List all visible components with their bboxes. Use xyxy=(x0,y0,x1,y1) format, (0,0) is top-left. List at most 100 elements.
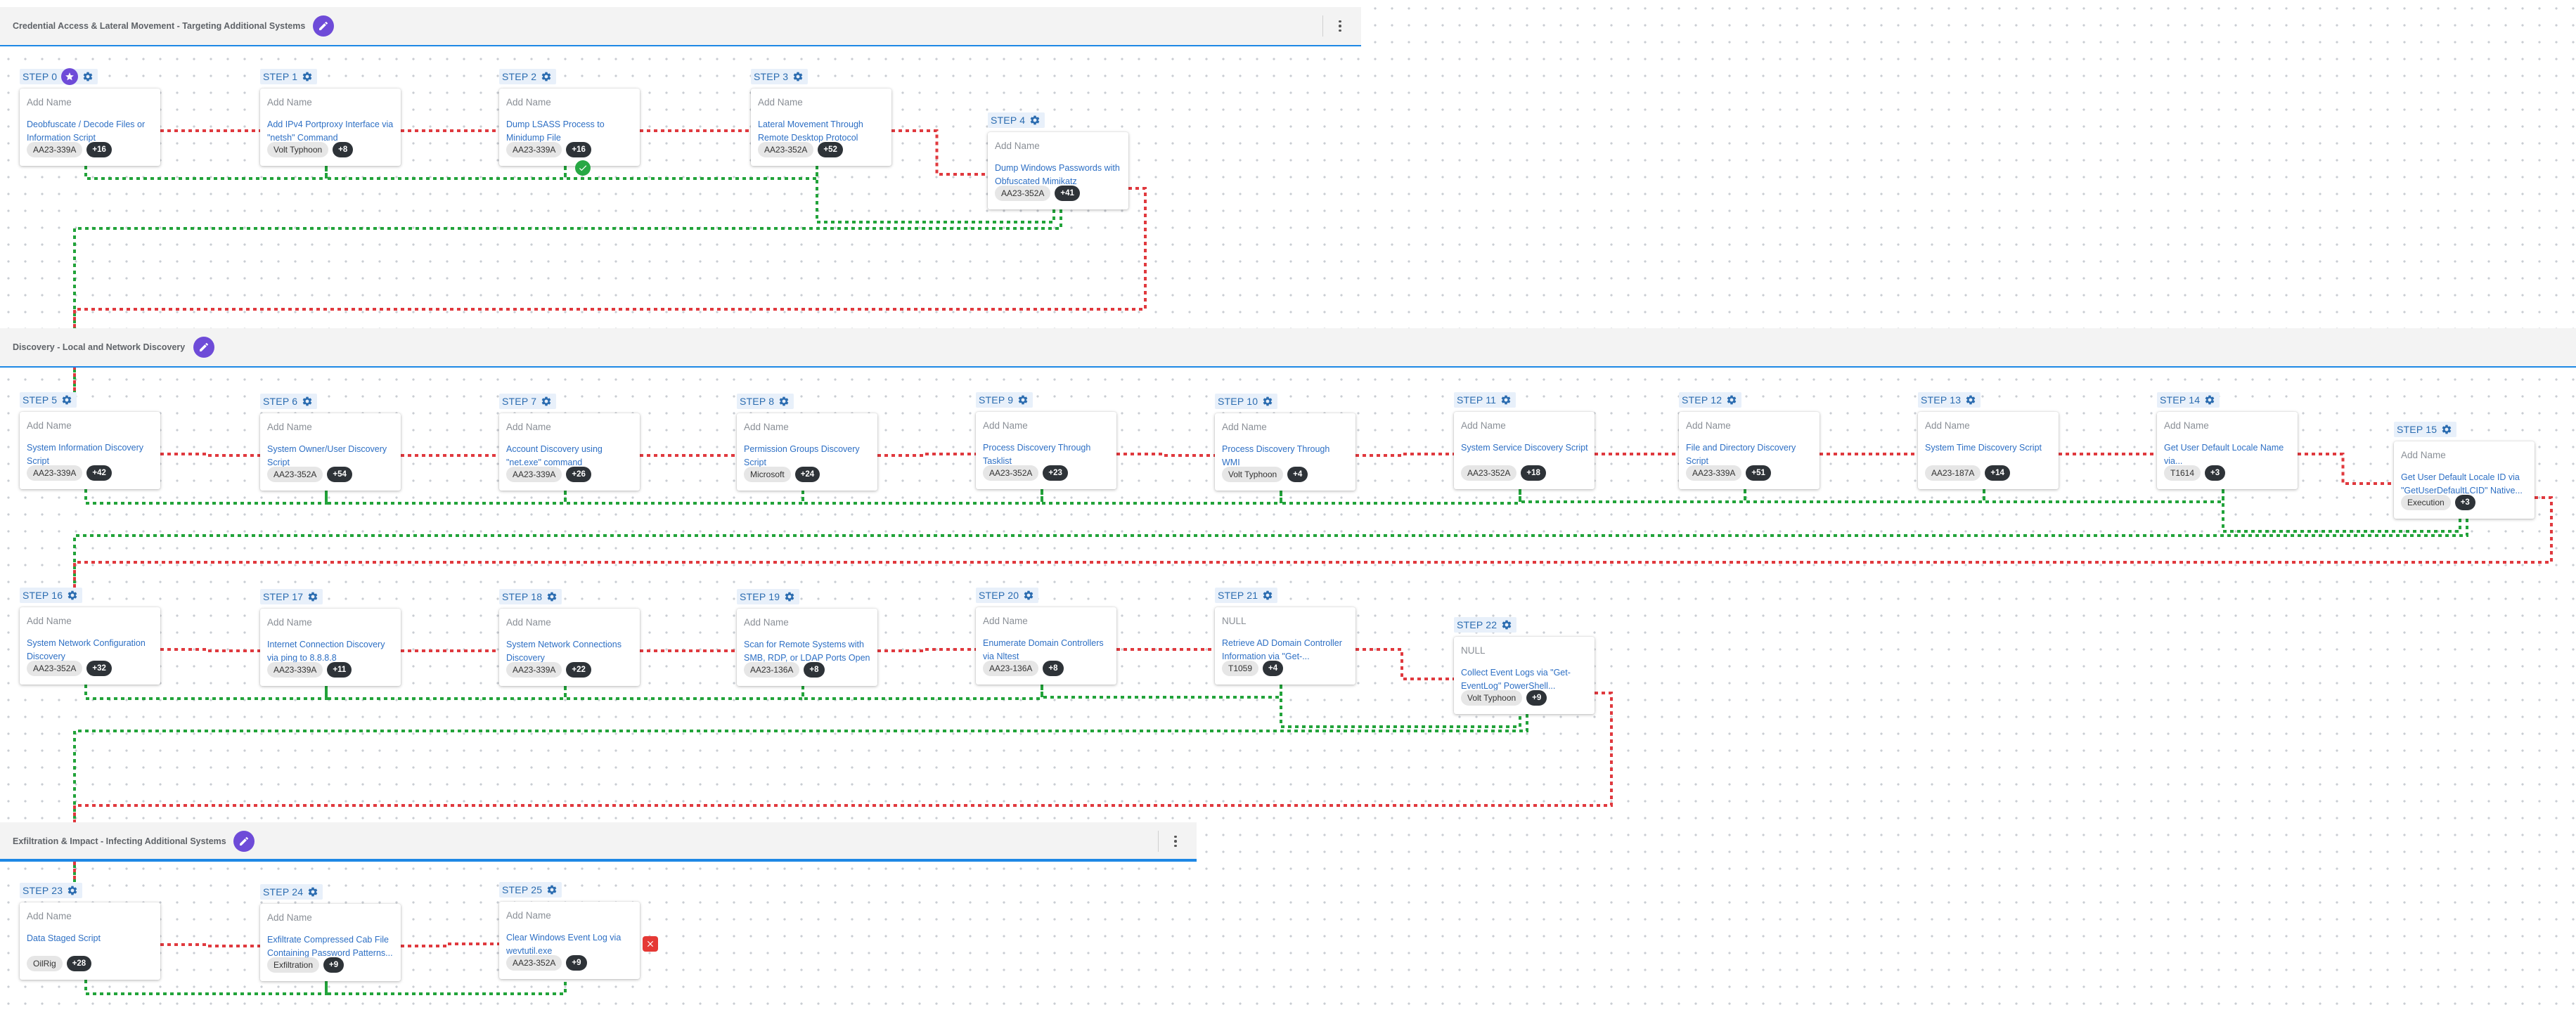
tag-chip[interactable]: AA23-339A xyxy=(506,662,562,678)
tag-chip[interactable]: AA23-339A xyxy=(267,662,323,678)
step-name-field[interactable]: NULL xyxy=(1461,645,1486,656)
step-name-field[interactable]: Add Name xyxy=(27,97,72,108)
more-tags-count[interactable]: +24 xyxy=(794,467,820,482)
step-header[interactable]: STEP 24 xyxy=(260,884,323,900)
edit-section-button[interactable] xyxy=(193,337,214,358)
gear-icon[interactable] xyxy=(1726,394,1737,406)
tag-chip[interactable]: AA23-339A xyxy=(27,465,83,481)
tag-chip[interactable]: T1614 xyxy=(2164,465,2201,481)
step-header[interactable]: STEP 21 xyxy=(1215,588,1278,603)
starred-step-icon[interactable] xyxy=(61,68,79,85)
gear-icon[interactable] xyxy=(2441,424,2452,435)
technique-link[interactable]: Get User Default Locale ID via "GetUserD… xyxy=(2401,472,2523,495)
step-name-field[interactable]: Add Name xyxy=(506,910,551,921)
technique-link[interactable]: Permission Groups Discovery Script xyxy=(744,444,860,467)
step-name-field[interactable]: Add Name xyxy=(995,141,1040,151)
step-name-field[interactable]: Add Name xyxy=(267,97,312,108)
technique-link[interactable]: System Network Connections Discovery xyxy=(506,640,622,663)
step-header[interactable]: STEP 8 xyxy=(737,394,794,409)
tag-chip[interactable]: T1059 xyxy=(1222,661,1259,676)
tag-chip[interactable]: AA23-352A xyxy=(267,467,323,482)
gear-icon[interactable] xyxy=(2204,394,2215,406)
technique-link[interactable]: System Network Configuration Discovery xyxy=(27,638,146,661)
step-header[interactable]: STEP 15 xyxy=(2394,422,2457,437)
gear-icon[interactable] xyxy=(82,71,94,82)
step-name-field[interactable]: Add Name xyxy=(506,617,551,628)
technique-link[interactable]: Exfiltrate Compressed Cab File Containin… xyxy=(267,935,393,958)
gear-icon[interactable] xyxy=(307,886,318,898)
technique-link[interactable]: System Owner/User Discovery Script xyxy=(267,444,387,467)
step-header[interactable]: STEP 2 xyxy=(499,69,557,84)
tag-chip[interactable]: AA23-352A xyxy=(995,186,1051,201)
gear-icon[interactable] xyxy=(67,885,78,896)
tag-chip[interactable]: AA23-352A xyxy=(27,661,83,676)
tag-chip[interactable]: AA23-352A xyxy=(758,142,814,157)
gear-icon[interactable] xyxy=(541,396,552,407)
more-tags-count[interactable]: +9 xyxy=(323,957,344,973)
more-tags-count[interactable]: +28 xyxy=(66,956,92,971)
edit-section-button[interactable] xyxy=(233,831,255,852)
more-options-icon[interactable] xyxy=(1168,834,1183,848)
step-name-field[interactable]: Add Name xyxy=(1925,420,1970,431)
step-header[interactable]: STEP 16 xyxy=(20,588,83,603)
gear-icon[interactable] xyxy=(792,71,804,82)
gear-icon[interactable] xyxy=(307,591,318,602)
more-tags-count[interactable]: +41 xyxy=(1055,186,1080,201)
gear-icon[interactable] xyxy=(61,394,72,406)
more-tags-count[interactable]: +8 xyxy=(333,142,354,157)
more-tags-count[interactable]: +3 xyxy=(2454,495,2475,510)
tag-chip[interactable]: AA23-352A xyxy=(506,955,562,971)
step-header[interactable]: STEP 12 xyxy=(1679,392,1742,408)
tag-chip[interactable]: AA23-352A xyxy=(1461,465,1517,481)
gear-icon[interactable] xyxy=(1965,394,1976,406)
step-name-field[interactable]: Add Name xyxy=(506,97,551,108)
tag-chip[interactable]: OilRig xyxy=(27,956,63,971)
more-tags-count[interactable]: +23 xyxy=(1043,465,1068,481)
step-name-field[interactable]: Add Name xyxy=(983,616,1028,626)
more-tags-count[interactable]: +4 xyxy=(1263,661,1284,676)
gear-icon[interactable] xyxy=(1023,590,1034,601)
step-name-field[interactable]: Add Name xyxy=(2164,420,2209,431)
step-header[interactable]: STEP 25 xyxy=(499,882,562,898)
gear-icon[interactable] xyxy=(1262,396,1273,407)
more-tags-count[interactable]: +26 xyxy=(566,467,591,482)
more-tags-count[interactable]: +14 xyxy=(1985,465,2010,481)
step-header[interactable]: STEP 0 xyxy=(20,68,98,85)
technique-link[interactable]: Process Discovery Through Tasklist xyxy=(983,443,1091,466)
step-name-field[interactable]: Add Name xyxy=(744,422,789,432)
more-options-icon[interactable] xyxy=(1333,19,1347,33)
step-header[interactable]: STEP 3 xyxy=(751,69,809,84)
technique-link[interactable]: Clear Windows Event Log via wevtutil.exe xyxy=(506,933,622,956)
technique-link[interactable]: Data Staged Script xyxy=(27,933,101,943)
tag-chip[interactable]: AA23-339A xyxy=(506,142,562,157)
step-name-field[interactable]: Add Name xyxy=(1222,422,1267,432)
gear-icon[interactable] xyxy=(1029,115,1041,126)
step-name-field[interactable]: Add Name xyxy=(744,617,789,628)
gear-icon[interactable] xyxy=(546,884,558,895)
step-header[interactable]: STEP 5 xyxy=(20,392,77,408)
technique-link[interactable]: Lateral Movement Through Remote Desktop … xyxy=(758,119,863,143)
step-name-field[interactable]: Add Name xyxy=(267,912,312,923)
gear-icon[interactable] xyxy=(778,396,790,407)
step-header[interactable]: STEP 19 xyxy=(737,589,800,604)
step-header[interactable]: STEP 13 xyxy=(1918,392,1981,408)
gear-icon[interactable] xyxy=(302,71,313,82)
technique-link[interactable]: Retrieve AD Domain Controller Informatio… xyxy=(1222,638,1342,661)
more-tags-count[interactable]: +11 xyxy=(327,662,352,678)
step-name-field[interactable]: Add Name xyxy=(1686,420,1731,431)
step-name-field[interactable]: Add Name xyxy=(27,616,72,626)
step-name-field[interactable]: Add Name xyxy=(758,97,803,108)
